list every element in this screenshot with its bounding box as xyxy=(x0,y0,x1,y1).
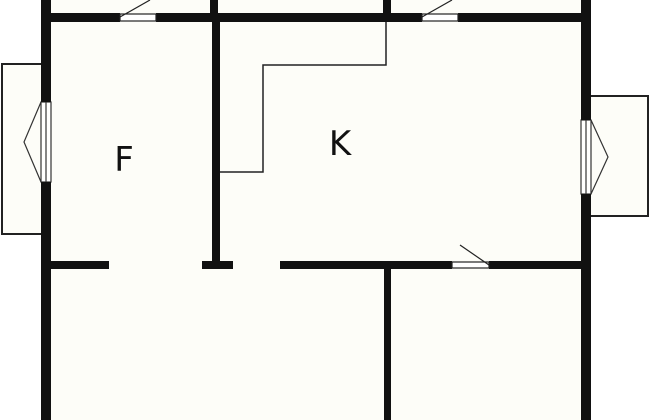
bay-window-left-floor xyxy=(2,64,44,234)
wall-partition-f-k xyxy=(212,22,220,267)
door-top-right-leaf xyxy=(421,0,453,18)
room-label-f: F xyxy=(114,140,134,180)
door-top-right-frame xyxy=(421,13,459,22)
doors xyxy=(119,0,490,269)
wall-exterior-left-lower xyxy=(41,182,51,420)
wall-exterior-left xyxy=(41,0,51,102)
bay-window-right-outline xyxy=(586,95,649,217)
wall-mid-center xyxy=(280,261,452,269)
wall-partition-f-k-foot xyxy=(202,261,233,269)
floor-interior xyxy=(46,0,586,420)
door-mid-right-frame xyxy=(451,261,490,269)
bay-window-left-outline xyxy=(1,63,46,235)
window-right-sash xyxy=(590,119,609,195)
wall-top-left xyxy=(41,13,120,22)
bay-windows xyxy=(1,63,649,235)
wall-exterior-right-lower xyxy=(581,194,591,420)
stair-outline xyxy=(220,0,387,173)
wall-top-right xyxy=(458,13,591,22)
wall-mid-left xyxy=(46,261,109,269)
window-left-sash xyxy=(23,101,42,183)
wall-mid-right xyxy=(489,261,586,269)
door-top-left-frame xyxy=(119,13,157,22)
door-top-left-leaf xyxy=(119,0,151,18)
wall-top-mid xyxy=(156,13,422,22)
wall-top-stub-1 xyxy=(210,0,218,22)
walls xyxy=(41,0,591,420)
wall-exterior-right xyxy=(581,0,591,120)
wall-top-stub-2 xyxy=(383,0,391,22)
thin-partitions xyxy=(220,0,387,173)
bay-window-right-floor xyxy=(588,96,648,216)
wall-partition-lower xyxy=(384,265,391,420)
door-mid-right-leaf xyxy=(459,244,490,266)
room-label-k: K xyxy=(329,124,353,164)
